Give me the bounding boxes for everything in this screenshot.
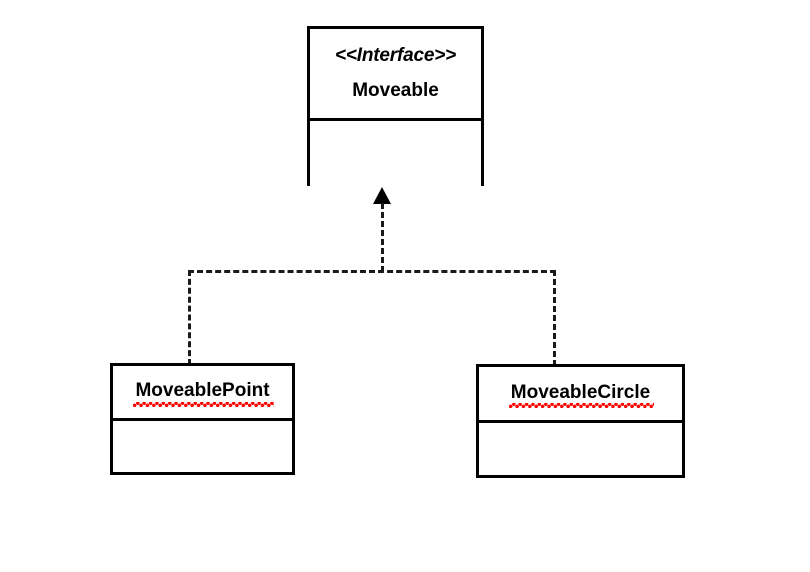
- uml-class-moveable-point-members: [113, 421, 292, 472]
- uml-class-moveable-circle-header: MoveableCircle: [479, 367, 682, 423]
- realization-arrowhead-icon: [373, 187, 391, 204]
- uml-class-moveable-name: Moveable: [352, 79, 439, 101]
- realization-branch-line-moveable-point: [188, 270, 191, 365]
- uml-class-moveable-header: <<Interface>> Moveable: [310, 29, 481, 121]
- uml-class-moveable-point-name: MoveablePoint: [133, 380, 274, 407]
- realization-branch-line-moveable-circle: [553, 270, 556, 366]
- uml-class-moveable-point-header: MoveablePoint: [113, 366, 292, 421]
- uml-class-moveable-members: [310, 121, 481, 186]
- uml-class-moveable-stereotype: <<Interface>>: [335, 44, 456, 66]
- realization-stem-line: [381, 203, 384, 272]
- uml-class-moveable-circle-members: [479, 423, 682, 475]
- uml-class-moveable-circle-name: MoveableCircle: [508, 381, 655, 409]
- uml-class-moveable[interactable]: <<Interface>> Moveable: [307, 26, 484, 186]
- uml-class-moveable-circle[interactable]: MoveableCircle: [476, 364, 685, 478]
- realization-horizontal-line: [188, 270, 556, 273]
- uml-class-moveable-point[interactable]: MoveablePoint: [110, 363, 295, 475]
